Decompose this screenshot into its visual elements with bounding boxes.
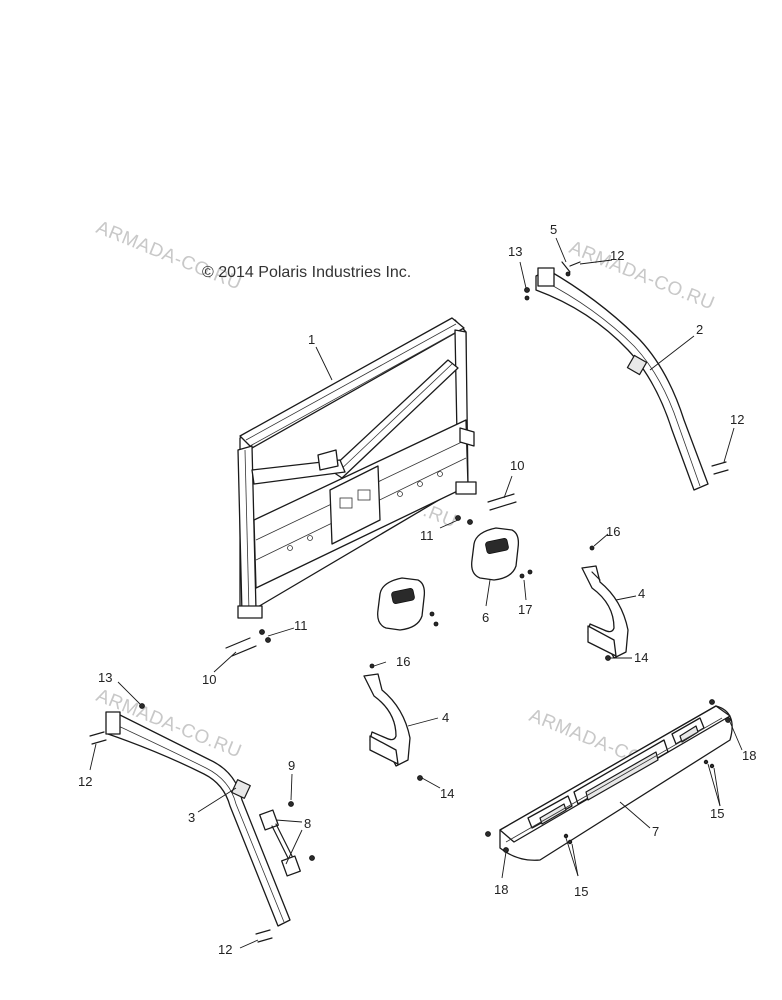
leader-lines bbox=[89, 237, 743, 949]
part-6-pad-left bbox=[377, 577, 426, 631]
callout-11-right: 11 bbox=[420, 528, 434, 543]
hardware bbox=[89, 261, 731, 943]
callout-13-left: 13 bbox=[98, 670, 112, 685]
callout-10-left: 10 bbox=[202, 672, 216, 687]
callout-15-left: 15 bbox=[574, 884, 588, 899]
callout-16-right: 16 bbox=[606, 524, 620, 539]
callout-2: 2 bbox=[696, 322, 703, 337]
callout-11-left: 11 bbox=[294, 618, 308, 633]
callout-12-right: 12 bbox=[730, 412, 744, 427]
callout-3: 3 bbox=[188, 810, 195, 825]
part-2-right-rollbar-tube bbox=[535, 267, 709, 491]
callout-17: 17 bbox=[518, 602, 532, 617]
part-1-rear-frame bbox=[237, 317, 477, 619]
callout-14-right: 14 bbox=[634, 650, 648, 665]
callout-12-left: 12 bbox=[78, 774, 92, 789]
callout-13-top: 13 bbox=[508, 244, 522, 259]
callout-12-bottom: 12 bbox=[218, 942, 232, 957]
callout-9: 9 bbox=[288, 758, 295, 773]
callout-8: 8 bbox=[304, 816, 311, 831]
callout-18-left: 18 bbox=[494, 882, 508, 897]
callout-16-left: 16 bbox=[396, 654, 410, 669]
watermark-top-left: ARMADA-CO.RU bbox=[93, 217, 244, 294]
callout-7: 7 bbox=[652, 824, 659, 839]
callout-14-left: 14 bbox=[440, 786, 454, 801]
part-7-rear-cover bbox=[499, 705, 733, 861]
callout-4-left: 4 bbox=[442, 710, 449, 725]
callout-18-right: 18 bbox=[742, 748, 756, 763]
part-3-left-rollbar-tube bbox=[105, 711, 291, 927]
callout-10-right: 10 bbox=[510, 458, 524, 473]
callout-5: 5 bbox=[550, 222, 557, 237]
part-4-grab-handle-right bbox=[581, 565, 629, 659]
callout-1: 1 bbox=[308, 332, 315, 347]
copyright-text: © 2014 Polaris Industries Inc. bbox=[202, 264, 411, 281]
callout-numbers: 1 2 3 4 4 5 6 7 8 9 10 10 11 11 12 12 12… bbox=[78, 222, 756, 957]
callout-6: 6 bbox=[482, 610, 489, 625]
callout-4-right: 4 bbox=[638, 586, 645, 601]
callout-12-top: 12 bbox=[610, 248, 624, 263]
part-4-grab-handle-left bbox=[363, 673, 411, 767]
callout-15-right: 15 bbox=[710, 806, 724, 821]
part-6-pad-right bbox=[471, 527, 520, 581]
